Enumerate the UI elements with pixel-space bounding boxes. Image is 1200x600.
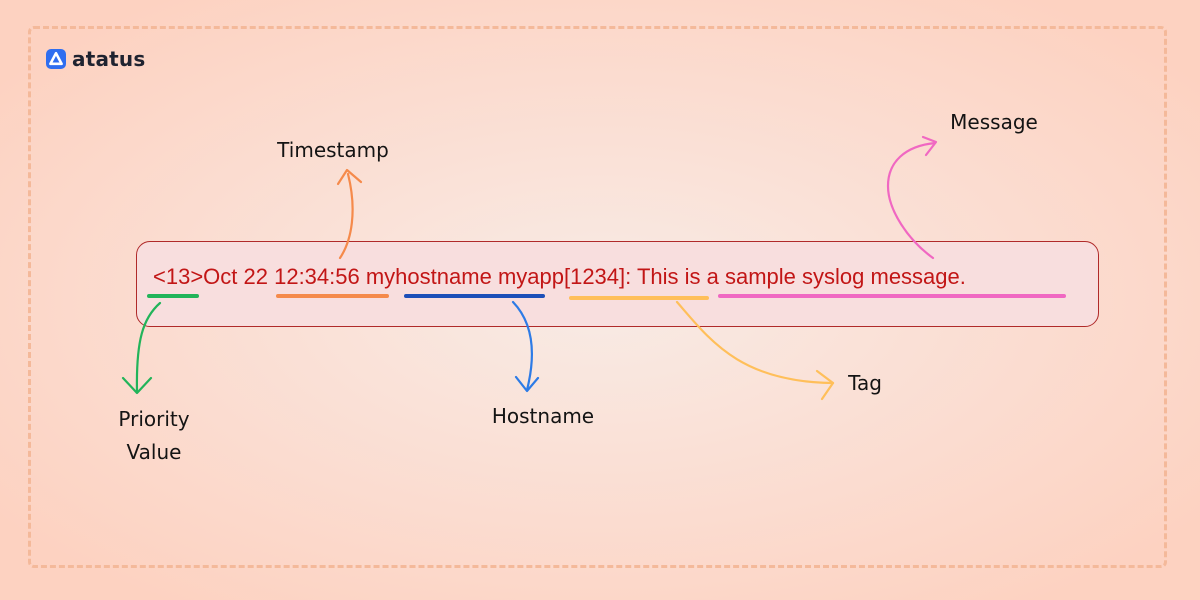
hostname-label: Hostname: [491, 404, 595, 428]
brand-logo: atatus: [46, 47, 145, 71]
message-label: Message: [950, 110, 1038, 134]
dashed-frame: [28, 26, 1167, 568]
priority-value-label-line1: Priority: [118, 407, 190, 431]
timestamp-label: Timestamp: [277, 138, 389, 162]
time-segment: 12:34:56: [274, 264, 360, 289]
atatus-logo-icon: [46, 49, 66, 69]
hostname-arrow: [511, 300, 533, 392]
tag-arrowhead: [815, 369, 835, 401]
tag-arrow: [675, 300, 835, 385]
timestamp-arrowhead: [336, 168, 363, 186]
date-segment: Oct 22: [203, 264, 275, 289]
priority-segment: <13>: [153, 264, 204, 289]
message-arrow: [886, 141, 937, 260]
priority-arrow: [135, 301, 162, 394]
syslog-box: [136, 241, 1099, 327]
tag-segment: myapp[1234]:: [497, 264, 632, 289]
priority-value-label-line2: Value: [126, 440, 182, 464]
hostname-arrowhead: [514, 375, 540, 393]
brand-name: atatus: [72, 47, 146, 71]
syslog-line: <13>Oct 22 12:34:56 myhostname myapp[123…: [153, 264, 966, 290]
timestamp-arrow: [338, 172, 354, 260]
hostname-segment: myhostname: [365, 264, 492, 289]
message-arrowhead: [921, 135, 938, 157]
priority-arrowhead: [121, 376, 153, 395]
tag-label: Tag: [848, 371, 882, 395]
message-segment: This is a sample syslog message.: [636, 264, 966, 289]
